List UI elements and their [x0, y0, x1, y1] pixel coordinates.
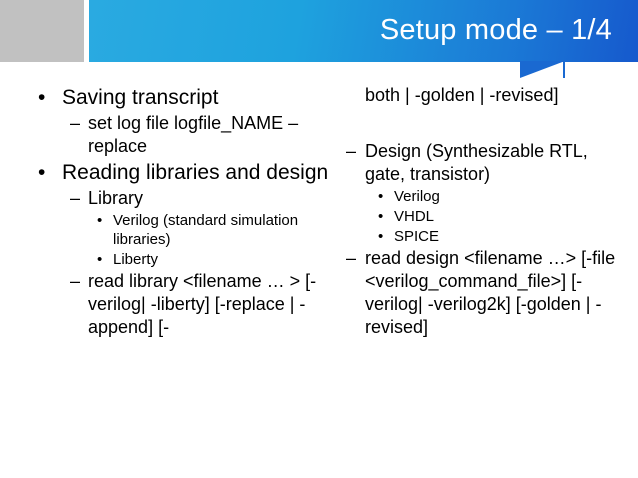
bullet-dot-icon: •: [38, 86, 46, 109]
bullet-text: Saving transcript: [62, 86, 219, 109]
bullet-item-level2: – Library: [28, 187, 338, 210]
bullet-item-level2: – read library <filename … > [-verilog| …: [28, 270, 338, 339]
bullet-item-continuation: both | -golden | -revised]: [340, 84, 630, 107]
bullet-text: read library <filename … > [-verilog| -l…: [88, 271, 317, 337]
bullet-dot-icon: •: [378, 228, 384, 245]
bullet-item-level3: • SPICE: [340, 227, 630, 246]
bullet-dot-icon: •: [97, 251, 103, 268]
page-title: Setup mode – 1/4: [379, 14, 612, 46]
bullet-text: Library: [88, 188, 144, 208]
bullet-dot-icon: •: [378, 188, 384, 205]
slide-header: Setup mode – 1/4: [0, 0, 638, 80]
dash-icon: –: [70, 271, 81, 291]
bullet-text: both | -golden | -revised]: [365, 85, 559, 105]
bullet-dot-icon: •: [38, 161, 46, 184]
bullet-text: Verilog: [394, 188, 440, 205]
bullet-item-level1: • Reading libraries and design: [28, 159, 338, 186]
header-gray-block: [0, 0, 84, 62]
bullet-item-level2: – set log file logfile_NAME –replace: [28, 112, 338, 158]
dash-icon: –: [70, 188, 81, 208]
bullet-dot-icon: •: [97, 212, 103, 229]
dash-icon: –: [346, 141, 357, 161]
left-content-column: • Saving transcript – set log file logfi…: [28, 84, 338, 340]
bullet-item-level2: – read design <filename …> [-file <veril…: [340, 247, 630, 339]
bullet-text: read design <filename …> [-file <verilog…: [365, 248, 616, 337]
bullet-text: VHDL: [394, 208, 435, 225]
bullet-item-level3: • VHDL: [340, 207, 630, 226]
dash-icon: –: [70, 113, 81, 133]
spacer: [340, 108, 630, 140]
bullet-text: SPICE: [394, 228, 440, 245]
bullet-item-level2: – Design (Synthesizable RTL, gate, trans…: [340, 140, 630, 186]
bullet-text: Verilog (standard simulation libraries): [113, 212, 299, 248]
bullet-item-level3: • Verilog: [340, 187, 630, 206]
bullet-item-level3: • Liberty: [28, 250, 338, 269]
dash-icon: –: [346, 248, 357, 268]
bullet-item-level3: • Verilog (standard simulation libraries…: [28, 211, 338, 249]
bullet-item-level1: • Saving transcript: [28, 84, 338, 111]
bullet-text: Design (Synthesizable RTL, gate, transis…: [365, 141, 588, 184]
banner-tail-triangle: [520, 61, 565, 78]
bullet-text: Liberty: [113, 251, 159, 268]
header-blue-banner: [89, 0, 638, 62]
bullet-dot-icon: •: [378, 208, 384, 225]
banner-tail-edge: [563, 61, 565, 78]
bullet-text: Reading libraries and design: [62, 161, 329, 184]
right-content-column: both | -golden | -revised] – Design (Syn…: [340, 84, 630, 340]
bullet-text: set log file logfile_NAME –replace: [88, 113, 299, 156]
